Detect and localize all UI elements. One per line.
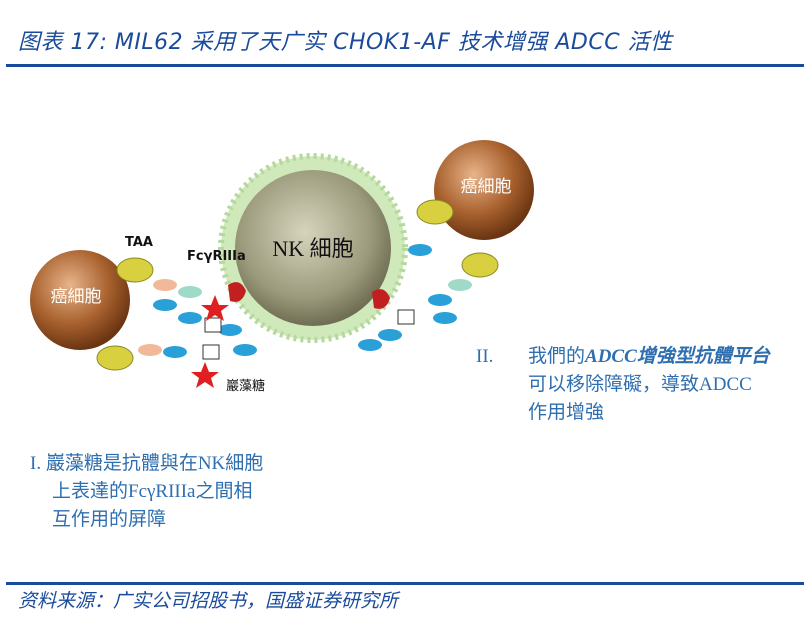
figure-title: 图表 17: MIL62 采用了天广实 CHOK1-AF 技术增强 ADCC 活… — [18, 30, 673, 55]
source-note: 资料来源：广实公司招股书，国盛证券研究所 — [18, 590, 399, 612]
cancer-cell-right — [434, 140, 534, 240]
note-1: I. 巖藻糖是抗體與在NK細胞 上表達的FcγRIIIa之間相 互作用的屏障 — [30, 450, 263, 534]
note-1-line: 互作用的屏障 — [52, 509, 167, 530]
note-2-line: 我們的 — [528, 346, 586, 367]
cancer-cell-left — [30, 250, 130, 350]
fucose-star-icon — [191, 362, 219, 388]
antibody-right — [358, 199, 499, 351]
fc-receptor-label: FcγRIIIa — [187, 249, 246, 264]
nk-cell — [235, 170, 391, 326]
note-2-line: 可以移除障礙，導致ADCC — [528, 374, 752, 395]
bottom-divider — [6, 582, 804, 585]
cancer-cell-right-label: 癌細胞 — [461, 177, 512, 197]
note-1-line: 上表達的FcγRIIIa之間相 — [52, 481, 253, 502]
note-1-line: 巖藻糖是抗體與在NK細胞 — [45, 453, 264, 474]
fucose-star-icon — [201, 295, 229, 321]
antibody-left — [96, 257, 257, 388]
note-2-line: 作用增強 — [528, 402, 605, 423]
note-1-number: I. — [30, 453, 42, 474]
top-divider — [6, 64, 804, 67]
cancer-cell-left-label: 癌細胞 — [51, 287, 102, 307]
nk-cell-label: NK 細胞 — [272, 236, 353, 261]
taa-label: TAA — [125, 235, 153, 250]
note-2: II. 我們的ADCC增強型抗體平台 可以移除障礙，導致ADCC 作用增強 — [476, 343, 770, 427]
note-2-emphasis: ADCC增強型抗體平台 — [585, 346, 770, 367]
fucose-label: 巖藻糖 — [226, 378, 265, 394]
note-2-number: II. — [476, 346, 494, 367]
